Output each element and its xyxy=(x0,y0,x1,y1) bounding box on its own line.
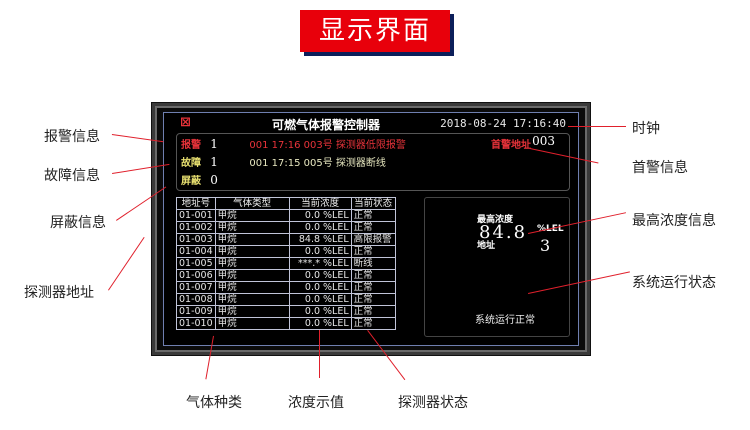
cell-address: 01-008 xyxy=(176,293,216,306)
annotation-system-status: 系统运行状态 xyxy=(632,275,716,291)
cell-status: 正常 xyxy=(350,245,396,258)
event-info-panel: 报警 1 001 17:16 003号 探测器低限报警 故障 1 001 17:… xyxy=(176,133,570,191)
first-alarm-value: 003 xyxy=(532,134,555,148)
cell-gas: 甲烷 xyxy=(214,209,290,222)
max-address-label: 地址 xyxy=(477,241,496,251)
cell-conc: ***.* %LEL xyxy=(288,257,352,270)
cell-status: 正常 xyxy=(350,209,396,222)
cell-gas: 甲烷 xyxy=(214,257,290,270)
annotation-alarm-info: 报警信息 xyxy=(44,129,100,145)
cell-gas: 甲烷 xyxy=(214,293,290,306)
cell-gas: 甲烷 xyxy=(214,317,290,330)
cell-gas: 甲烷 xyxy=(214,221,290,234)
system-status: 系统运行正常 xyxy=(475,315,535,326)
annotation-detector-status: 探测器状态 xyxy=(398,395,468,411)
shield-row: 屏蔽 0 xyxy=(181,172,246,188)
cell-address: 01-007 xyxy=(176,281,216,294)
page-title: 显示界面 xyxy=(300,10,450,52)
cell-gas: 甲烷 xyxy=(214,305,290,318)
annotation-clock: 时钟 xyxy=(632,121,660,137)
col-concentration: 当前浓度 xyxy=(288,197,352,210)
fault-count: 1 xyxy=(210,155,218,169)
max-address-value: 3 xyxy=(540,236,551,255)
device-title: 可燃气体报警控制器 xyxy=(272,118,381,132)
cell-address: 01-006 xyxy=(176,269,216,282)
cell-status: 正常 xyxy=(350,269,396,282)
screen-header: ⊠ 可燃气体报警控制器 2018-08-24 17:16:40 xyxy=(164,113,578,133)
cell-conc: 0.0 %LEL xyxy=(288,221,352,234)
shield-count: 0 xyxy=(210,173,218,187)
cell-conc: 0.0 %LEL xyxy=(288,293,352,306)
cell-status: 高限报警 xyxy=(350,233,396,246)
col-status: 当前状态 xyxy=(350,197,396,210)
cell-address: 01-003 xyxy=(176,233,216,246)
first-alarm-label: 首警地址 xyxy=(491,140,531,151)
cell-conc: 84.8 %LEL xyxy=(288,233,352,246)
cell-status: 正常 xyxy=(350,305,396,318)
fault-row: 故障 1 001 17:15 005号 探测器断线 xyxy=(181,154,386,170)
cell-conc: 0.0 %LEL xyxy=(288,245,352,258)
alarm-label: 报警 xyxy=(181,140,201,151)
annotation-shield-info: 屏蔽信息 xyxy=(50,215,106,231)
cell-status: 正常 xyxy=(350,293,396,306)
cell-gas: 甲烷 xyxy=(214,245,290,258)
cell-address: 01-001 xyxy=(176,209,216,222)
cell-conc: 0.0 %LEL xyxy=(288,269,352,282)
annotation-concentration-value: 浓度示值 xyxy=(288,395,344,411)
annotation-first-alarm: 首警信息 xyxy=(632,160,688,176)
alarm-count: 1 xyxy=(210,137,218,151)
crossed-box-icon: ⊠ xyxy=(180,115,191,130)
cell-address: 01-009 xyxy=(176,305,216,318)
cell-status: 正常 xyxy=(350,317,396,330)
cell-address: 01-004 xyxy=(176,245,216,258)
shield-label: 屏蔽 xyxy=(181,176,201,187)
cell-conc: 0.0 %LEL xyxy=(288,281,352,294)
controller-device: ⊠ 可燃气体报警控制器 2018-08-24 17:16:40 报警 1 001… xyxy=(151,102,591,356)
cell-status: 正常 xyxy=(350,281,396,294)
annotation-fault-info: 故障信息 xyxy=(44,168,100,184)
fault-message: 001 17:15 005号 探测器断线 xyxy=(249,158,386,169)
leader-line xyxy=(568,126,626,127)
cell-status: 断线 xyxy=(350,257,396,270)
leader-line xyxy=(319,330,320,378)
annotation-max-concentration: 最高浓度信息 xyxy=(632,213,716,229)
cell-conc: 0.0 %LEL xyxy=(288,305,352,318)
leader-line xyxy=(108,236,145,291)
cell-address: 01-005 xyxy=(176,257,216,270)
cell-conc: 0.0 %LEL xyxy=(288,317,352,330)
table-header-row: 地址号 气体类型 当前浓度 当前状态 xyxy=(176,197,396,210)
cell-gas: 甲烷 xyxy=(214,281,290,294)
alarm-row: 报警 1 001 17:16 003号 探测器低限报警 xyxy=(181,136,406,152)
cell-status: 正常 xyxy=(350,221,396,234)
cell-address: 01-010 xyxy=(176,317,216,330)
col-address: 地址号 xyxy=(176,197,216,210)
max-conc-value: 84.8 xyxy=(479,222,528,243)
fault-label: 故障 xyxy=(181,158,201,169)
max-concentration-panel: 最高浓度 84.8 %LEL 地址 3 系统运行正常 xyxy=(424,197,570,337)
clock: 2018-08-24 17:16:40 xyxy=(440,117,566,130)
cell-gas: 甲烷 xyxy=(214,233,290,246)
col-gas-type: 气体类型 xyxy=(214,197,290,210)
alarm-message: 001 17:16 003号 探测器低限报警 xyxy=(249,140,406,151)
max-conc-label: 最高浓度 xyxy=(477,215,514,225)
cell-address: 01-002 xyxy=(176,221,216,234)
annotation-detector-address: 探测器地址 xyxy=(24,285,94,301)
cell-gas: 甲烷 xyxy=(214,269,290,282)
cell-conc: 0.0 %LEL xyxy=(288,209,352,222)
display-screen: ⊠ 可燃气体报警控制器 2018-08-24 17:16:40 报警 1 001… xyxy=(163,112,579,346)
annotation-gas-type: 气体种类 xyxy=(186,395,242,411)
